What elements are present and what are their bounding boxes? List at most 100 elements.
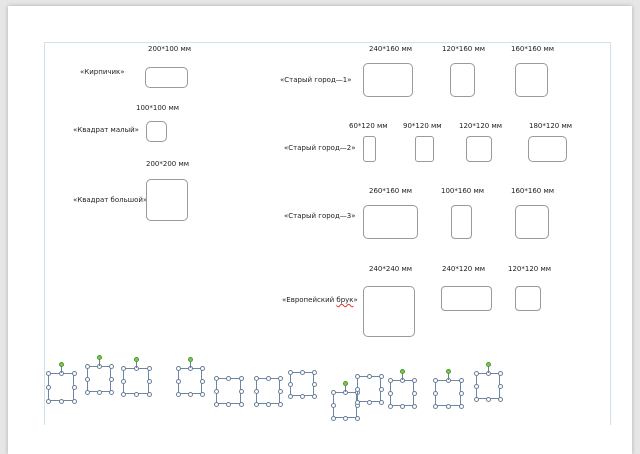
resize-handle[interactable]	[287, 369, 293, 375]
sg2-tile-2[interactable]	[415, 136, 434, 162]
resize-handle[interactable]	[45, 398, 51, 404]
resize-handle[interactable]	[387, 390, 393, 396]
resize-handle[interactable]	[378, 399, 384, 405]
resize-handle[interactable]	[265, 401, 271, 407]
resize-handle[interactable]	[277, 401, 283, 407]
selected-shape-7[interactable]	[290, 372, 314, 396]
selected-shape-1[interactable]	[48, 373, 74, 401]
resize-handle[interactable]	[45, 384, 51, 390]
resize-handle[interactable]	[120, 365, 126, 371]
selected-shape-6[interactable]	[256, 378, 280, 404]
resize-handle[interactable]	[432, 403, 438, 409]
selected-shape-8[interactable]	[333, 392, 357, 418]
resize-handle[interactable]	[45, 370, 51, 376]
resize-handle[interactable]	[411, 403, 417, 409]
resize-handle[interactable]	[366, 399, 372, 405]
sg3-tile-2[interactable]	[451, 205, 472, 239]
rotate-handle[interactable]	[133, 357, 139, 362]
resize-handle[interactable]	[432, 390, 438, 396]
resize-handle[interactable]	[330, 415, 336, 421]
resize-handle[interactable]	[146, 391, 152, 397]
resize-handle[interactable]	[84, 376, 90, 382]
rotate-handle[interactable]	[187, 357, 193, 362]
resize-handle[interactable]	[473, 396, 479, 402]
sg1-tile-2[interactable]	[450, 63, 475, 97]
rotate-handle[interactable]	[96, 355, 102, 360]
sg3-tile-3[interactable]	[515, 205, 549, 239]
rotate-handle[interactable]	[399, 369, 405, 374]
resize-handle[interactable]	[378, 386, 384, 392]
resize-handle[interactable]	[458, 377, 464, 383]
resize-handle[interactable]	[497, 383, 503, 389]
resize-handle[interactable]	[265, 375, 271, 381]
resize-handle[interactable]	[354, 415, 360, 421]
resize-handle[interactable]	[108, 389, 114, 395]
resize-handle[interactable]	[199, 365, 205, 371]
resize-handle[interactable]	[213, 388, 219, 394]
resize-handle[interactable]	[311, 381, 317, 387]
selected-shape-2[interactable]	[87, 366, 111, 392]
resize-handle[interactable]	[58, 398, 64, 404]
resize-handle[interactable]	[71, 384, 77, 390]
sg1-tile-3[interactable]	[515, 63, 548, 97]
resize-handle[interactable]	[497, 396, 503, 402]
rotate-handle[interactable]	[445, 369, 451, 374]
resize-handle[interactable]	[226, 375, 231, 381]
resize-handle[interactable]	[411, 377, 417, 383]
resize-handle[interactable]	[299, 393, 305, 399]
resize-handle[interactable]	[120, 378, 126, 384]
resize-handle[interactable]	[213, 375, 219, 381]
resize-handle[interactable]	[473, 370, 479, 376]
resize-handle[interactable]	[199, 391, 205, 397]
resize-handle[interactable]	[411, 390, 417, 396]
resize-handle[interactable]	[277, 388, 283, 394]
resize-handle[interactable]	[445, 403, 451, 409]
rotate-handle[interactable]	[342, 381, 348, 386]
resize-handle[interactable]	[199, 378, 205, 384]
resize-handle[interactable]	[146, 378, 152, 384]
resize-handle[interactable]	[311, 369, 317, 375]
kirpichik-tile[interactable]	[145, 67, 188, 88]
resize-handle[interactable]	[238, 401, 244, 407]
resize-handle[interactable]	[354, 386, 360, 392]
resize-handle[interactable]	[387, 377, 393, 383]
resize-handle[interactable]	[133, 391, 139, 397]
sg2-tile-4[interactable]	[528, 136, 567, 162]
resize-handle[interactable]	[146, 365, 152, 371]
kvadrat-malyi-tile[interactable]	[146, 121, 167, 142]
resize-handle[interactable]	[277, 375, 283, 381]
resize-handle[interactable]	[330, 402, 336, 408]
resize-handle[interactable]	[253, 401, 259, 407]
resize-handle[interactable]	[342, 415, 348, 421]
resize-handle[interactable]	[458, 403, 464, 409]
resize-handle[interactable]	[108, 376, 114, 382]
selected-shape-12[interactable]	[476, 373, 500, 399]
sg2-tile-3[interactable]	[466, 136, 492, 162]
resize-handle[interactable]	[108, 363, 114, 369]
resize-handle[interactable]	[311, 393, 317, 399]
sg2-tile-1[interactable]	[363, 136, 376, 162]
resize-handle[interactable]	[175, 378, 181, 384]
resize-handle[interactable]	[253, 388, 259, 394]
resize-handle[interactable]	[287, 381, 293, 387]
resize-handle[interactable]	[399, 403, 405, 409]
rotate-handle[interactable]	[58, 362, 64, 367]
resize-handle[interactable]	[175, 391, 181, 397]
resize-handle[interactable]	[473, 383, 479, 389]
resize-handle[interactable]	[299, 369, 305, 375]
resize-handle[interactable]	[71, 398, 77, 404]
resize-handle[interactable]	[287, 393, 293, 399]
resize-handle[interactable]	[226, 401, 231, 407]
resize-handle[interactable]	[175, 365, 181, 371]
resize-handle[interactable]	[458, 390, 464, 396]
resize-handle[interactable]	[378, 373, 384, 379]
resize-handle[interactable]	[238, 388, 244, 394]
selected-shape-10[interactable]	[390, 380, 414, 406]
eb-tile-2[interactable]	[441, 286, 492, 311]
selected-shape-5[interactable]	[216, 378, 241, 404]
selected-shape-3[interactable]	[123, 368, 149, 394]
selected-shape-4[interactable]	[178, 368, 202, 394]
resize-handle[interactable]	[354, 373, 360, 379]
resize-handle[interactable]	[497, 370, 503, 376]
resize-handle[interactable]	[96, 389, 102, 395]
